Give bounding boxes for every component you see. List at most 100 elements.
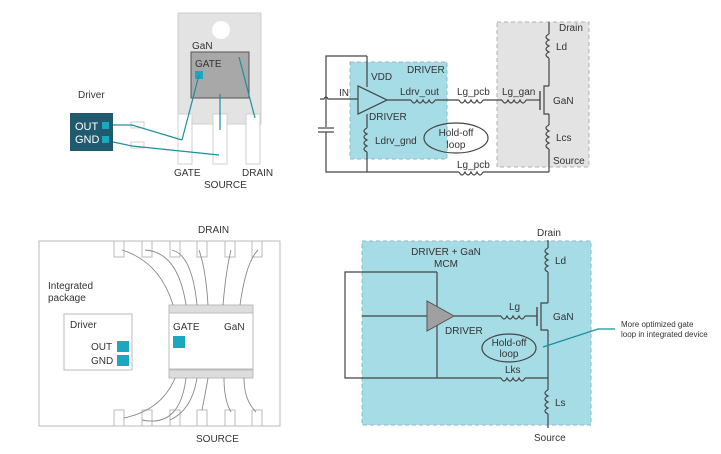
ldrv-gnd-label: Ldrv_gnd [375, 136, 417, 147]
hold-off-loop-line1: Hold-off [492, 338, 527, 349]
out-label: OUT [91, 342, 112, 353]
ld-label: Ld [556, 42, 567, 53]
driver-amplifier [357, 85, 389, 115]
supply-loop-wire [344, 271, 437, 379]
mcm-label-line2: MCM [434, 259, 458, 270]
gan-source-bar [168, 369, 254, 379]
bondwire [222, 249, 232, 306]
bondwire [171, 249, 198, 306]
bondwire [121, 249, 174, 306]
drain-label: Drain [559, 23, 583, 34]
pin-drain [245, 113, 261, 165]
drain-pad [113, 240, 125, 258]
drain-label: DRAIN [198, 225, 229, 236]
source-bondwires [123, 377, 257, 422]
gan-channel [540, 302, 548, 331]
callout-line1: More optimized gate [621, 320, 694, 329]
mounting-hole [212, 21, 230, 39]
ld-label: Ld [555, 256, 566, 267]
source-pad [251, 409, 263, 427]
bondwire [223, 377, 232, 413]
bondwire-drain [238, 56, 256, 119]
source-label: Source [553, 156, 585, 167]
trace-out-to-gate [113, 124, 183, 141]
vdd-label: VDD [371, 72, 392, 83]
lg-gan-label: Lg_gan [502, 87, 535, 98]
driver-label: Driver [70, 320, 97, 331]
hold-off-loop-line2: loop [447, 140, 466, 151]
package-label-line1: Integrated [48, 281, 93, 292]
capacitor-gap [320, 127, 332, 132]
source-label: SOURCE [196, 434, 239, 445]
bondwire [169, 377, 198, 421]
bondwire [201, 377, 209, 411]
lg-pcb-top-inductor [458, 99, 484, 104]
in-label: IN [339, 88, 349, 99]
gan-label: GaN [553, 312, 574, 323]
pin-drain-label: DRAIN [242, 168, 273, 179]
gan-label: GaN [192, 41, 213, 52]
drain-bondwires [121, 249, 259, 306]
gan-label: GaN [553, 96, 574, 107]
pin-gate-label: GATE [174, 168, 201, 179]
lg-pcb-bottom-label: Lg_pcb [457, 160, 490, 171]
source-pad [113, 409, 125, 427]
drain-pad [169, 240, 181, 258]
drain-pad [224, 240, 236, 258]
lcs-label: Lcs [556, 133, 572, 144]
gnd-pad [117, 355, 129, 366]
gate-label: GATE [195, 59, 222, 70]
lg-pcb-top-label: Lg_pcb [457, 87, 490, 98]
lks-label: Lks [505, 365, 521, 376]
callout-leader [542, 328, 615, 348]
discrete-circuit-diagram: IN VDD DRIVER DRIVER Ldrv_out Lg_pcb Lg_… [318, 21, 590, 176]
gnd-label: GND [75, 134, 100, 146]
drain-pad [196, 240, 208, 258]
gan-label: GaN [224, 322, 245, 333]
hold-off-loop [423, 122, 489, 154]
trace-gnd-to-source [112, 141, 220, 156]
mcm-label-line1: DRIVER + GaN [411, 247, 481, 258]
out-pad [102, 122, 109, 129]
bondwire-gate [181, 74, 200, 141]
callout-line2: loop in integrated device [621, 330, 708, 339]
integrated-package-diagram: DRAIN GATE GaN [38, 225, 281, 445]
source-pad [141, 409, 153, 427]
bondwire [198, 249, 209, 306]
gnd-pad [102, 136, 109, 143]
gan-region [496, 21, 590, 168]
driver-chip [70, 113, 113, 151]
mcm-region [361, 240, 592, 426]
drain-pad [141, 240, 153, 258]
bondwire [123, 377, 176, 419]
bondwire [243, 377, 257, 413]
source-pad [196, 409, 208, 427]
driver-box-label: DRIVER [407, 65, 445, 76]
lg-pcb-bottom-inductor [458, 171, 484, 176]
gan-channel [543, 85, 549, 115]
mcm-circuit-diagram: DRIVER + GaN MCM DRIVER Lg GaN Drain Ld … [344, 228, 708, 444]
bondwire [141, 377, 187, 422]
hold-off-loop-line2: loop [500, 349, 519, 360]
ldrv-out-label: Ldrv_out [400, 87, 439, 98]
drain-label: Drain [537, 228, 561, 239]
gate-pad [173, 336, 185, 348]
input-wire [320, 96, 358, 100]
gan-drain-bar [168, 304, 254, 314]
gnd-label: GND [91, 356, 113, 367]
bondwire [239, 249, 259, 306]
driver-label: Driver [78, 90, 105, 101]
source-pad [169, 409, 181, 427]
source-pad [224, 409, 236, 427]
lg-label: Lg [509, 302, 520, 313]
ls-label: Ls [555, 398, 566, 409]
hold-off-loop-line1: Hold-off [439, 128, 474, 139]
out-label: OUT [75, 121, 99, 133]
gate-label: GATE [173, 322, 200, 333]
source-label: Source [534, 433, 566, 444]
pin-source-label: SOURCE [204, 180, 247, 191]
pcb-pad-2 [130, 141, 145, 149]
discrete-package-diagram: GaN GATE GATE SOURCE DRAIN Driver OUT GN… [70, 12, 273, 191]
drain-pad [251, 240, 263, 258]
